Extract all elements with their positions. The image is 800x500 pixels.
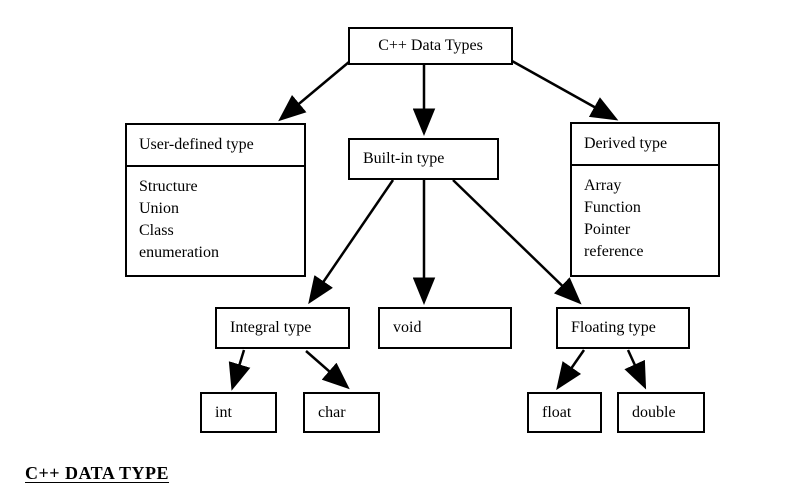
arrow-integral-to-char [305,350,350,390]
node-built-in-type: Built-in type [348,138,499,180]
node-cpp-data-types: C++ Data Types [348,27,513,65]
node-derived-type-header: Derived type [572,124,718,166]
list-item: Array [584,177,622,194]
list-item: Pointer [584,221,631,238]
arrow-root-to-user-defined [278,61,350,122]
node-floating-type: Floating type [556,307,690,349]
node-float-label: float [542,403,572,421]
node-char-label: char [318,403,346,421]
node-derived-type: Derived type Array Function Pointer refe… [570,122,720,277]
node-cpp-data-types-label: C++ Data Types [378,37,483,54]
list-item: Union [139,200,179,217]
list-item: Class [139,222,174,239]
arrow-root-to-derived [511,59,619,121]
diagram-caption: C++ DATA TYPE [25,463,170,483]
node-user-defined-type-header: User-defined type [127,125,304,167]
node-user-defined-type: User-defined type Structure Union Class … [125,123,306,277]
node-user-defined-type-label: User-defined type [139,136,254,153]
node-void-label: void [393,319,422,336]
node-integral-type-label: Integral type [230,319,312,336]
list-item: enumeration [139,244,219,261]
node-double: double [617,392,705,433]
node-user-defined-type-items: Structure Union Class enumeration [127,167,304,264]
list-item: Structure [139,178,198,195]
node-void: void [378,307,512,349]
node-floating-type-label: Floating type [571,319,656,336]
node-integral-type: Integral type [215,307,350,349]
node-char: char [303,392,380,433]
arrow-floating-to-double [624,349,647,390]
list-item: reference [584,243,644,260]
node-int: int [200,392,277,433]
arrow-integral-to-int [228,349,251,391]
node-double-label: double [632,403,676,421]
node-derived-type-items: Array Function Pointer reference [572,166,718,263]
arrow-built-in-to-floating [452,179,582,305]
arrow-built-in-to-integral [308,179,395,305]
node-derived-type-label: Derived type [584,135,668,152]
node-float: float [527,392,602,433]
node-int-label: int [215,403,232,421]
list-item: Function [584,199,641,216]
arrow-floating-to-float [556,349,586,391]
node-built-in-type-label: Built-in type [363,150,445,167]
